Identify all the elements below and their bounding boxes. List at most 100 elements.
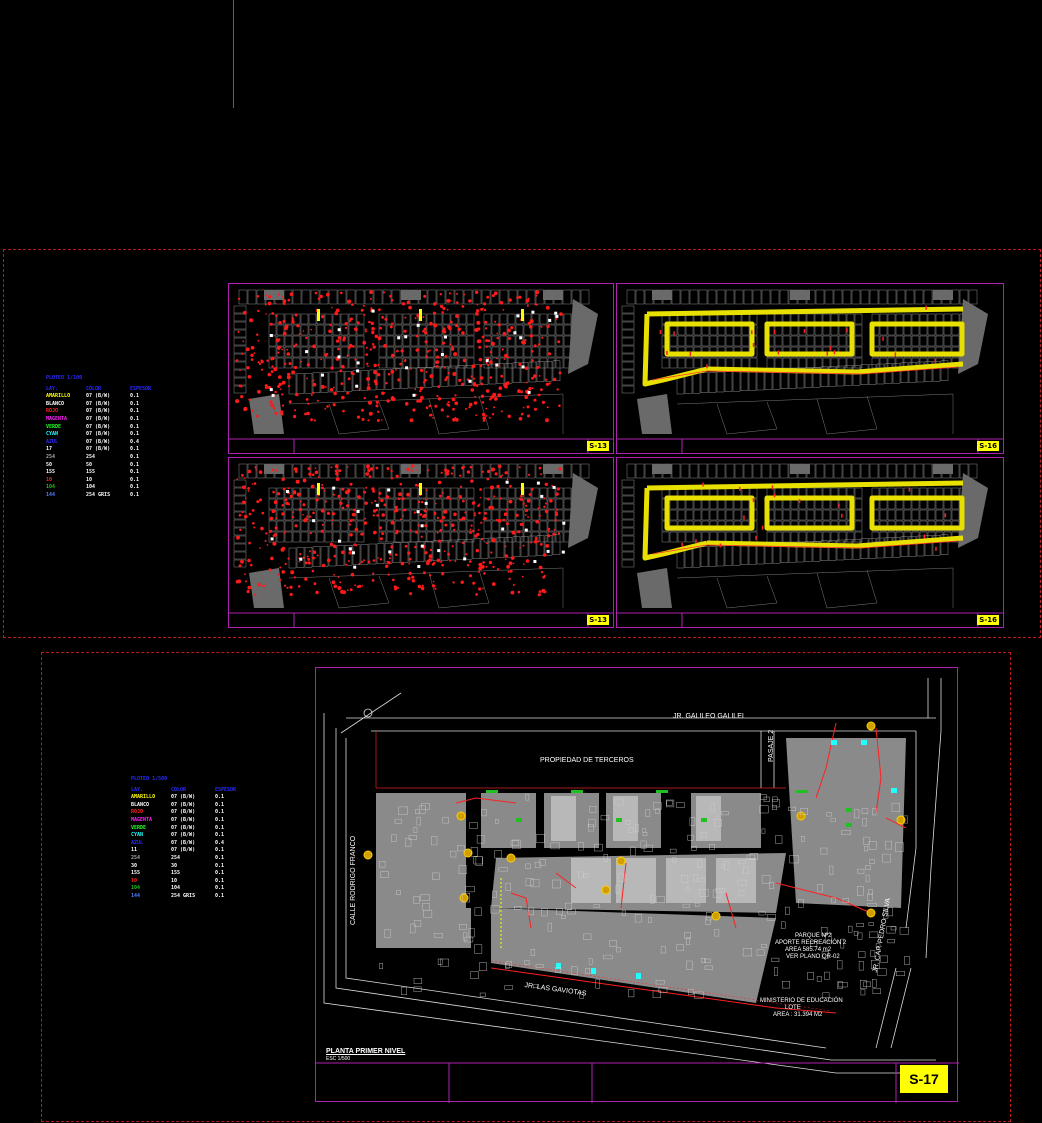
legend-layer: 155 <box>131 870 141 877</box>
sheet-drawing <box>229 289 613 453</box>
legend-thickness: 0.1 <box>215 816 225 823</box>
legend-header-color: COLOR <box>86 385 102 392</box>
legend-layer: ROJO <box>131 809 144 816</box>
legend-layer: 50 <box>46 461 53 468</box>
legend-color: 07 (B/W) <box>86 393 111 400</box>
sheet-drawing <box>617 463 1003 627</box>
legend-thickness: 0.1 <box>130 491 140 498</box>
ministry-line-2: LOTE <box>785 1005 801 1011</box>
legend-color: 155 <box>86 469 96 476</box>
ministry-line-3: AREA : 31.394 M2 <box>773 1012 823 1018</box>
legend-color: 07 (B/W) <box>86 408 111 415</box>
sheet-drawing <box>617 289 1003 453</box>
legend-layer: 254 <box>46 453 56 460</box>
legend-layer: MAGENTA <box>46 415 68 422</box>
street-label-top: JR. GALILEO GALILEI <box>673 713 744 720</box>
sheet-floorplan-yellow-1[interactable]: S-16 <box>616 283 1004 454</box>
legend-thickness: 0.1 <box>130 393 140 400</box>
legend-header-color: COLOR <box>171 786 187 793</box>
legend-thickness: 0.1 <box>215 870 225 877</box>
building-texture <box>379 793 910 999</box>
legend-color: 254 GRIS <box>86 491 111 498</box>
legend-thickness: 0.4 <box>130 438 140 445</box>
legend-thickness: 0.1 <box>215 892 225 899</box>
legend-header-lay: LAY. <box>131 786 144 793</box>
legend-thickness: 0.1 <box>215 847 225 854</box>
legend-color: 07 (B/W) <box>171 824 196 831</box>
bottom-drawing-frame <box>41 652 1011 1122</box>
legend-title: PLOTEO 1/100 <box>46 375 83 381</box>
legend-layer: AMARILLO <box>131 794 156 801</box>
legend-color: 104 <box>86 484 96 491</box>
sheet-floorplan-red-1[interactable]: S-13 <box>228 283 614 454</box>
plot-legend-top: PLOTEO 1/100 LAY. COLOR ESPESOR AMARILLO… <box>46 375 160 500</box>
magenta-guide-line <box>233 0 234 108</box>
legend-header-espesor: ESPESOR <box>215 786 237 793</box>
legend-color: 07 (B/W) <box>171 801 196 808</box>
legend-color: 07 (B/W) <box>86 446 111 453</box>
legend-header-lay: LAY. <box>46 385 59 392</box>
sheet-floorplan-red-2[interactable]: S-13 <box>228 457 614 628</box>
site-plan-sheet[interactable] <box>315 667 959 1103</box>
legend-color: 07 (B/W) <box>86 415 111 422</box>
sheet-id-label: S-13 <box>587 441 609 451</box>
legend-row: 155 155 0.1 <box>46 469 160 477</box>
legend-thickness: 0.1 <box>130 423 140 430</box>
legend-layer: BLANCO <box>131 801 150 808</box>
legend-color: 07 (B/W) <box>171 816 196 823</box>
sheet-id-label: S-13 <box>587 615 609 625</box>
legend-header: LAY. COLOR ESPESOR <box>46 386 160 394</box>
legend-color: 07 (B/W) <box>171 839 196 846</box>
legend-header: LAY. COLOR ESPESOR <box>131 787 245 795</box>
legend-thickness: 0.1 <box>215 824 225 831</box>
legend-row: VERDE 07 (B/W) 0.1 <box>46 424 160 432</box>
legend-layer: VERDE <box>46 423 62 430</box>
legend-color: 07 (B/W) <box>171 809 196 816</box>
legend-row: 104 104 0.1 <box>46 484 160 492</box>
legend-layer: VERDE <box>131 824 147 831</box>
legend-thickness: 0.1 <box>130 484 140 491</box>
pasaje-label: PASAJE 2 <box>768 729 775 762</box>
legend-layer: 104 <box>131 885 141 892</box>
legend-color: 07 (B/W) <box>171 794 196 801</box>
legend-thickness: 0.1 <box>130 431 140 438</box>
legend-layer: MAGENTA <box>131 816 153 823</box>
legend-layer: 10 <box>46 476 53 483</box>
legend-layer: 144 <box>46 491 56 498</box>
legend-thickness: 0.1 <box>130 476 140 483</box>
legend-thickness: 0.1 <box>130 400 140 407</box>
street-label-left: CALLE RODRIGO FRANCO <box>350 835 357 925</box>
legend-thickness: 0.1 <box>130 453 140 460</box>
legend-layer: CYAN <box>46 431 59 438</box>
legend-layer: CYAN <box>131 832 144 839</box>
legend-layer: 104 <box>46 484 56 491</box>
legend-color: 07 (B/W) <box>86 423 111 430</box>
legend-layer: 155 <box>46 469 56 476</box>
legend-row: 144 254 GRIS 0.1 <box>46 492 160 500</box>
legend-thickness: 0.1 <box>130 469 140 476</box>
legend-color: 30 <box>171 862 178 869</box>
legend-color: 07 (B/W) <box>171 847 196 854</box>
legend-color: 50 <box>86 461 93 468</box>
legend-color: 10 <box>86 476 93 483</box>
legend-row: VERDE 07 (B/W) 0.1 <box>131 825 245 833</box>
sheet-floorplan-yellow-2[interactable]: S-16 <box>616 457 1004 628</box>
plan-scale: ESC 1/500 <box>326 1056 351 1062</box>
legend-thickness: 0.4 <box>215 839 225 846</box>
legend-layer: 144 <box>131 892 141 899</box>
